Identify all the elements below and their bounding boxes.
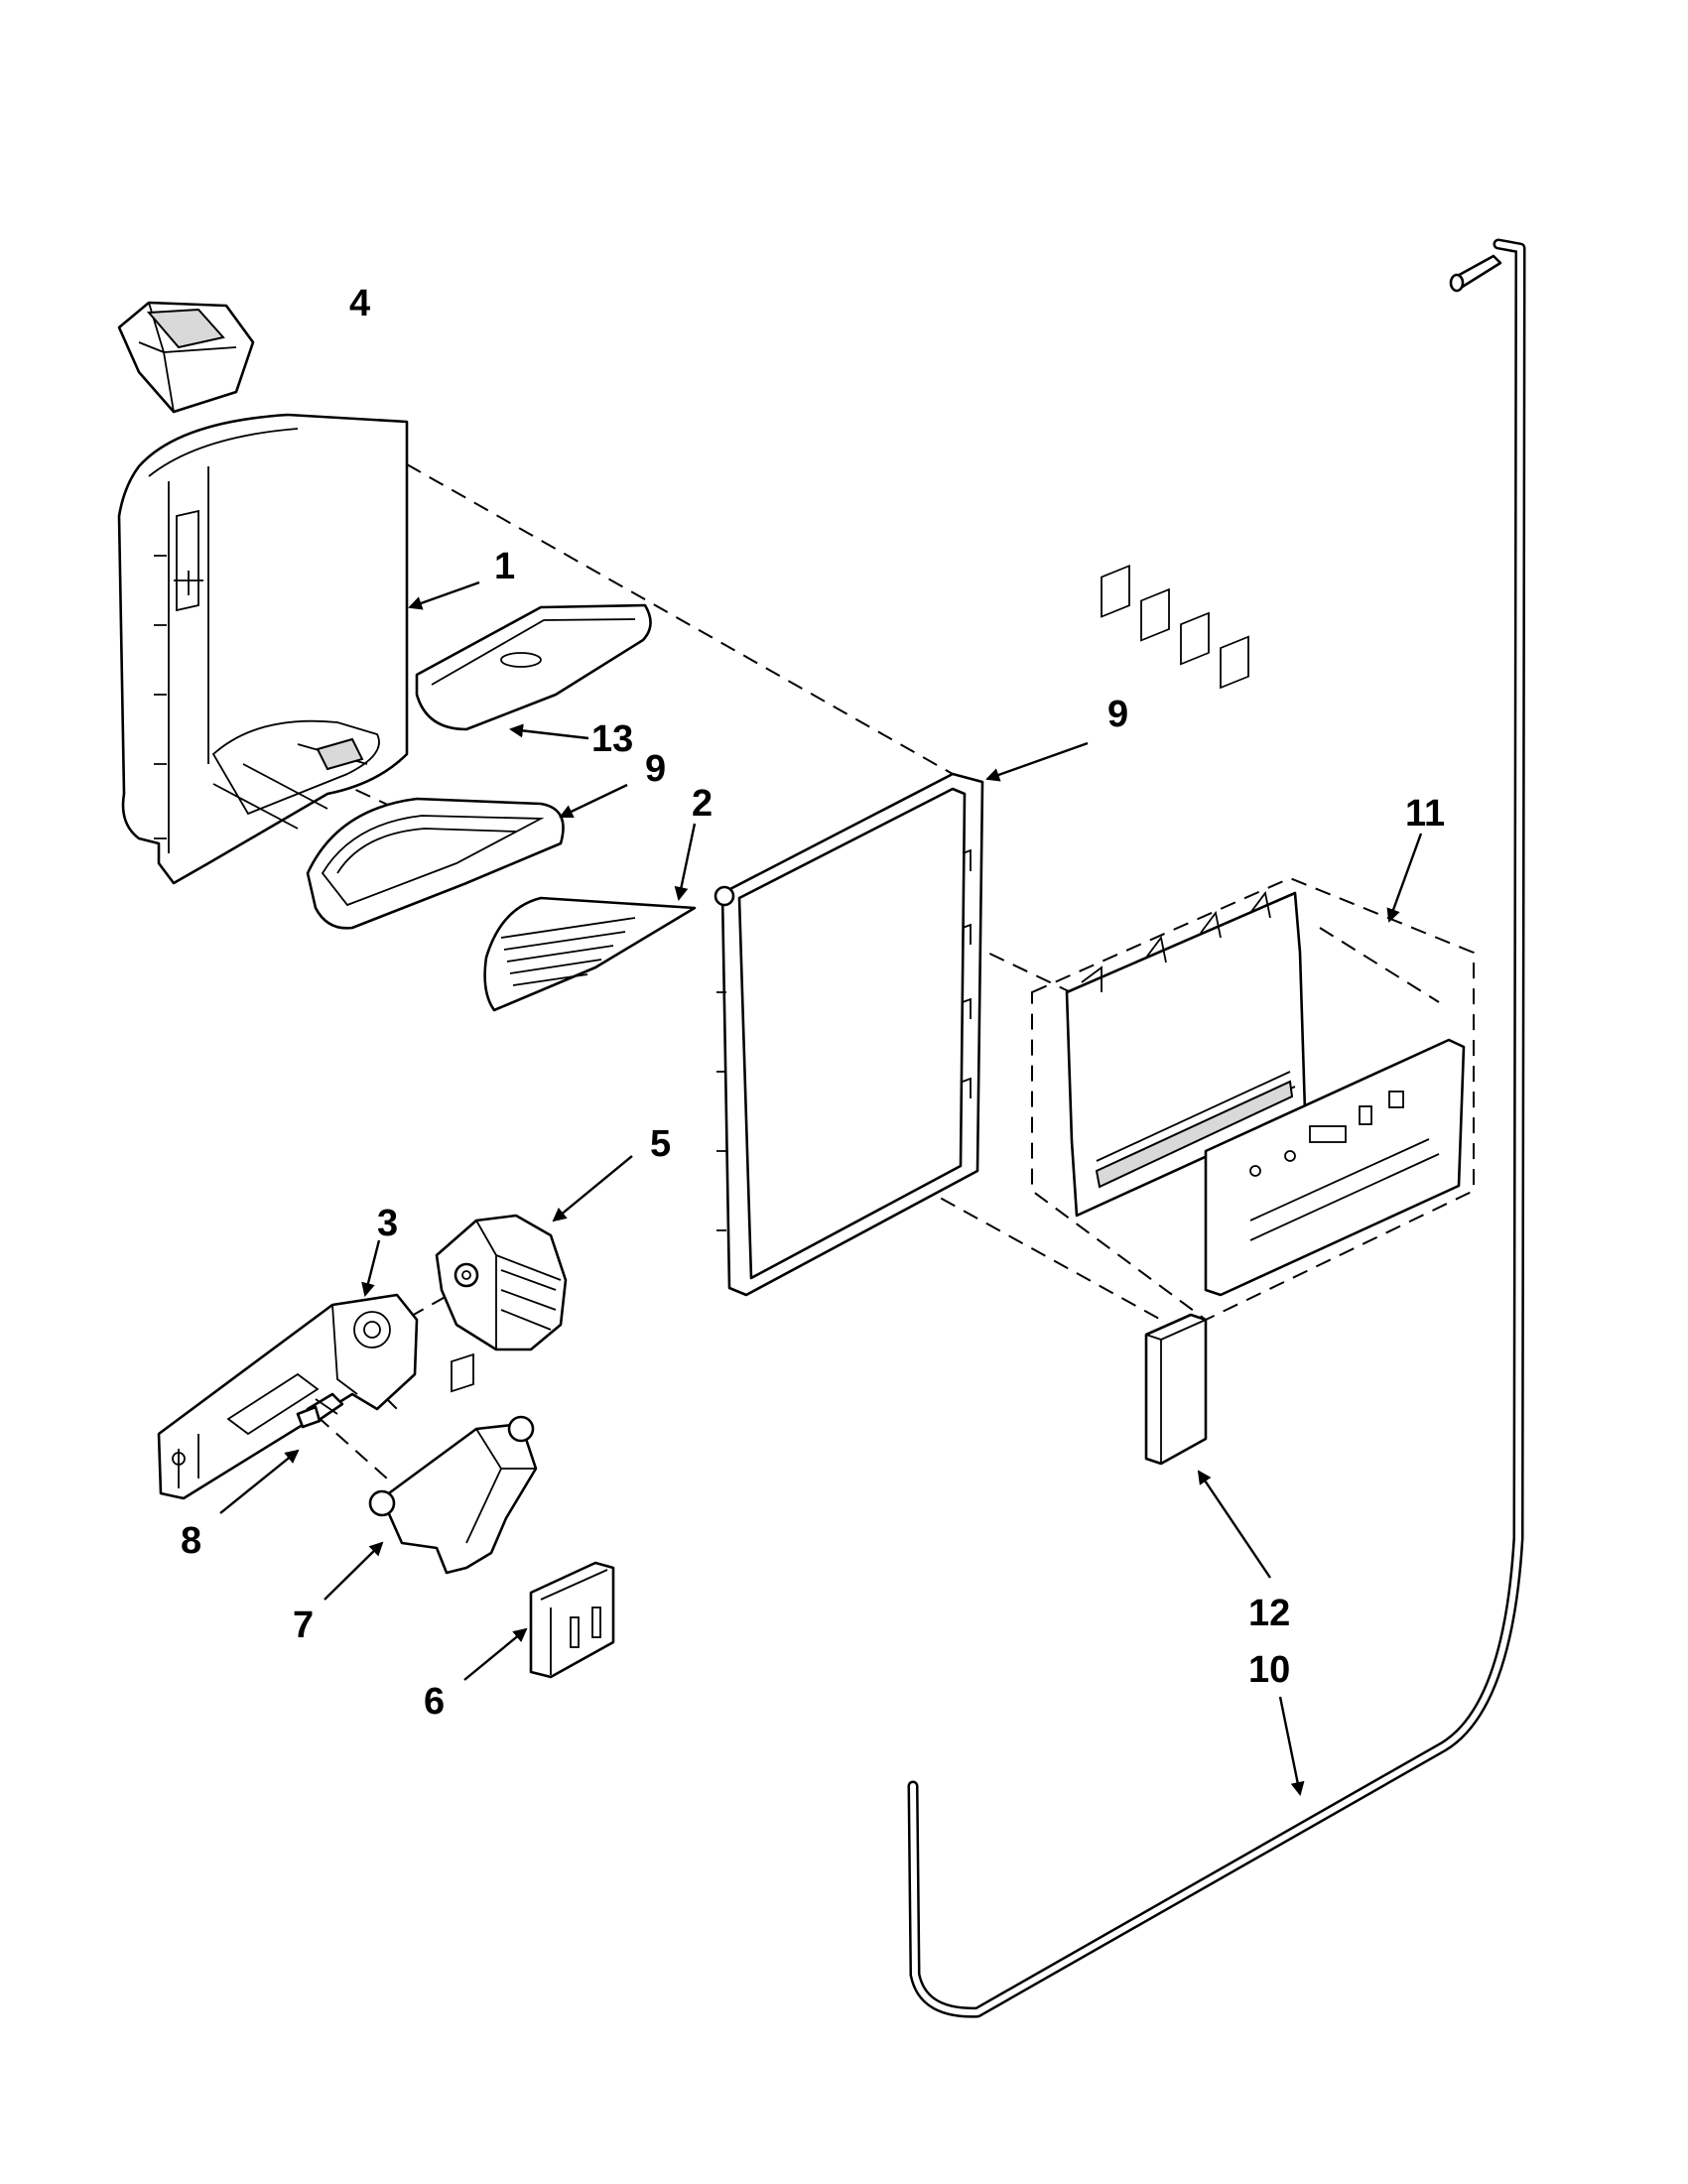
label-part-9-upper: 9 [1107,694,1128,735]
label-part-12: 12 [1248,1593,1290,1634]
part-7-switch [368,1352,538,1575]
part-9-frame [714,772,984,1297]
part-3-bracket [157,1293,419,1500]
part-8-screw [296,1392,344,1429]
label-part-1: 1 [494,546,515,587]
label-part-13: 13 [591,718,633,760]
label-part-6: 6 [424,1681,445,1723]
part-11-control-panel [1031,564,1475,1322]
label-part-9-lower: 9 [645,748,666,790]
part-13-tray [415,603,652,731]
label-part-2: 2 [692,783,713,825]
part-1-housing [117,413,409,885]
part-2-grill [483,896,697,1012]
label-part-8: 8 [181,1520,201,1562]
label-part-5: 5 [650,1123,671,1165]
callout-labels: 4 1 13 9 2 9 11 5 3 8 7 6 12 10 [181,283,1445,1723]
part-10-tube [907,238,1526,2018]
label-part-4: 4 [349,283,370,324]
part-5-motor [435,1214,568,1351]
part-4-funnel [117,301,255,414]
label-part-7: 7 [293,1605,314,1646]
label-part-11: 11 [1405,793,1445,835]
part-9-seal [306,797,565,930]
label-part-10: 10 [1248,1649,1290,1691]
part-6-pad [529,1561,615,1679]
label-part-3: 3 [377,1203,398,1244]
part-12-block [1144,1313,1208,1466]
